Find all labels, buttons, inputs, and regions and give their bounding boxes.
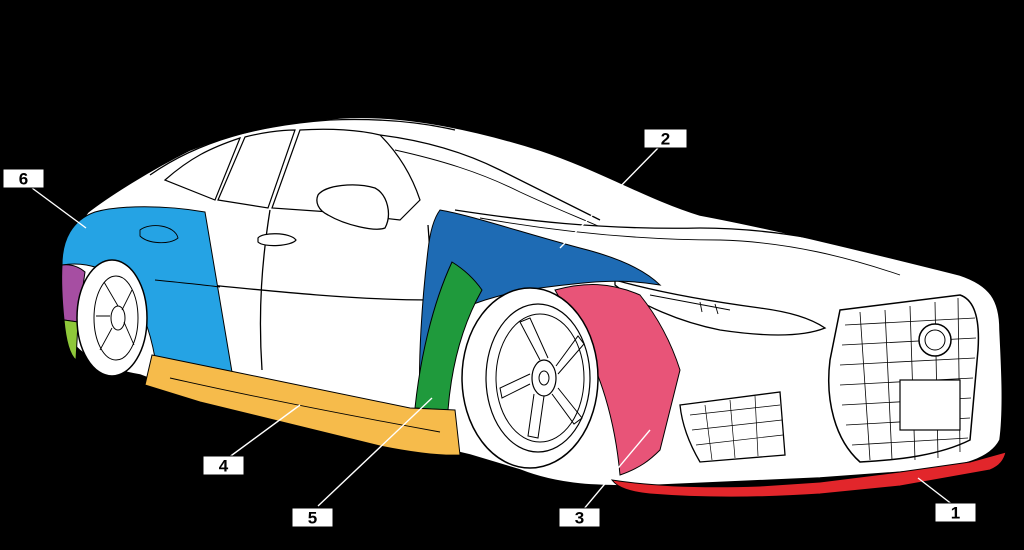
leader-5 (317, 397, 433, 507)
windshield-inner (394, 149, 599, 227)
callout-4-label: 4 (219, 457, 229, 476)
rear-fender-vent (139, 225, 179, 244)
emblem-icon (918, 323, 952, 357)
rear-bumper-lime (63, 319, 79, 362)
callout-4: 4 (202, 455, 245, 476)
leader-3 (582, 429, 651, 511)
emblem-inner (924, 329, 946, 351)
intake-mesh (689, 395, 784, 461)
hood-crease (479, 217, 901, 276)
part-5-front-fender-rear-extension (414, 261, 483, 411)
callout-2: 2 (643, 128, 688, 149)
headlight (614, 279, 827, 336)
part-4-side-skirt (144, 354, 461, 456)
part-2-front-fender (418, 209, 662, 406)
part-1-front-lip-spoiler (610, 451, 1007, 498)
rear-door-handle (257, 233, 297, 247)
callout-1-label: 1 (951, 504, 960, 523)
rear-door-line (259, 209, 271, 371)
leader-6 (31, 187, 87, 229)
license-plate (899, 379, 961, 431)
side-mirror (316, 184, 389, 230)
leader-1 (917, 477, 954, 506)
callout-3-label: 3 (575, 509, 584, 528)
callout-5-label: 5 (308, 509, 317, 528)
leader-lines (31, 147, 954, 511)
windshield (379, 134, 601, 221)
rear-fender-crease (154, 279, 221, 288)
rear-wheel (76, 259, 148, 377)
callout-3: 3 (558, 507, 601, 528)
callout-2-label: 2 (661, 130, 670, 149)
roof-line (149, 118, 456, 176)
hood-line (454, 209, 911, 261)
callout-5: 5 (291, 507, 334, 528)
callout-6-label: 6 (19, 170, 28, 189)
side-skirt-crease (169, 377, 441, 433)
callout-1: 1 (934, 502, 977, 523)
callout-6: 6 (2, 168, 45, 189)
leader-4 (227, 404, 301, 459)
leader-2 (559, 147, 659, 249)
headlight-detail (649, 294, 731, 315)
front-wheel (461, 287, 599, 469)
rear-window (163, 137, 242, 201)
rear-door-window (217, 129, 296, 209)
